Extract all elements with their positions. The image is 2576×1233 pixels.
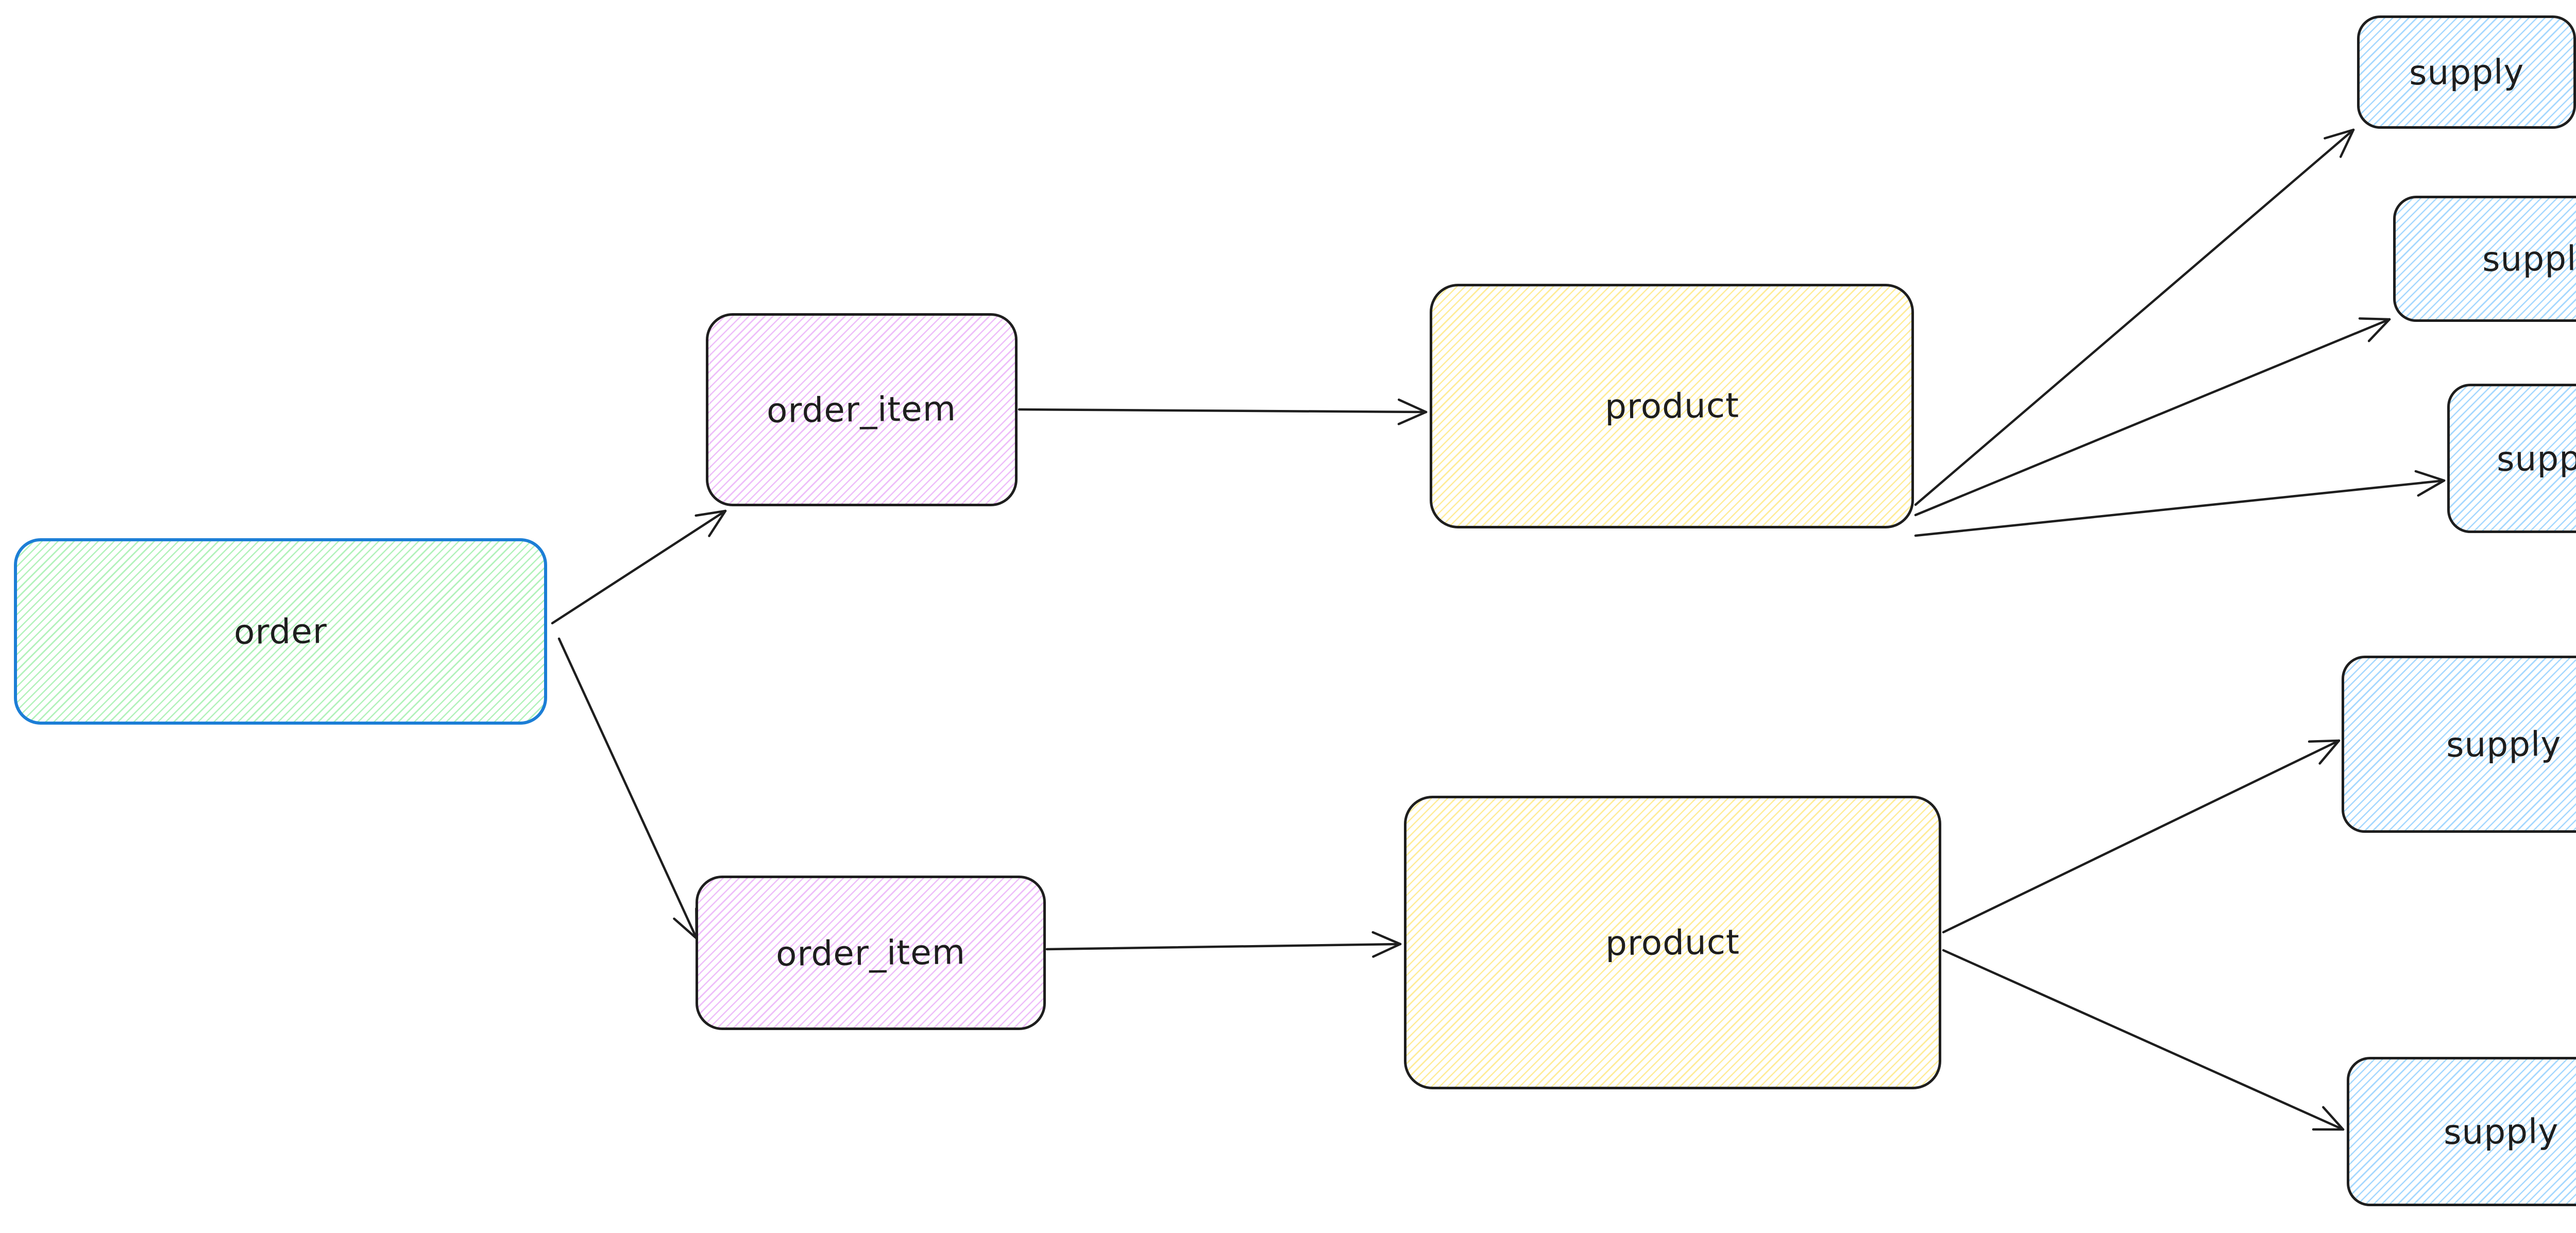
node-order-item-bottom-label: order_item (775, 932, 966, 974)
node-order-item-top-label: order_item (767, 389, 957, 431)
arrow-product-bottom-to-supply-4[interactable] (1942, 739, 2341, 934)
node-supply-bottom-2-label: supply (2443, 1111, 2560, 1152)
arrow-order-item-bottom-to-product-bottom[interactable] (1045, 931, 1402, 958)
node-product-bottom[interactable]: product (1404, 796, 1941, 1089)
arrow-order-item-top-to-product-top[interactable] (1018, 398, 1428, 425)
node-order[interactable]: order (14, 538, 547, 725)
node-supply-top-3-label: supply (2496, 438, 2576, 479)
node-order-item-bottom[interactable]: order_item (696, 876, 1046, 1030)
node-supply-top-1-label: supply (2409, 52, 2524, 93)
node-order-label: order (233, 611, 328, 652)
node-product-top-label: product (1604, 385, 1739, 427)
node-supply-bottom-1-label: supply (2446, 724, 2562, 765)
arrow-product-top-to-supply-2[interactable] (1914, 317, 2391, 517)
node-product-top[interactable]: product (1430, 284, 1914, 528)
node-supply-top-2[interactable]: supply (2393, 196, 2576, 322)
arrow-order-to-order-item-top[interactable] (551, 509, 727, 625)
node-order-item-top[interactable]: order_item (706, 313, 1018, 506)
node-supply-top-2-label: supply (2482, 238, 2576, 280)
arrow-product-top-to-supply-3[interactable] (1914, 470, 2446, 537)
arrow-order-to-order-item-bottom[interactable] (557, 637, 698, 940)
arrow-product-top-to-supply-1[interactable] (1914, 128, 2355, 506)
node-supply-top-1[interactable]: supply (2357, 15, 2576, 129)
node-supply-bottom-2[interactable]: supply (2347, 1057, 2576, 1206)
node-supply-top-3[interactable]: supply (2447, 384, 2576, 533)
arrow-product-bottom-to-supply-5[interactable] (1942, 949, 2345, 1131)
node-supply-bottom-1[interactable]: supply (2342, 656, 2576, 833)
node-product-bottom-label: product (1605, 922, 1740, 963)
